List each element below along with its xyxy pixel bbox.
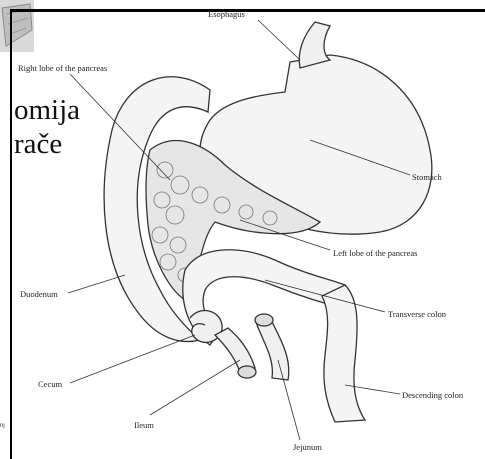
duodenum-leader	[68, 275, 125, 293]
jejunum-opening-shape	[255, 314, 273, 326]
label-left-lobe: Left lobe of the pancreas	[333, 248, 418, 258]
label-descending-colon: Descending colon	[402, 390, 464, 400]
label-ileum: Ileum	[134, 420, 154, 430]
footer-text: nj	[0, 423, 12, 429]
descending-colon-shape	[322, 285, 365, 422]
slide-title: omija rače	[14, 93, 80, 161]
label-duodenum: Duodenum	[20, 289, 58, 299]
esophagus-shape	[299, 22, 330, 68]
slide-title-line-1: omija	[14, 93, 80, 127]
slide-title-line-2: rače	[14, 127, 80, 161]
label-cecum: Cecum	[38, 379, 62, 389]
ileum-shape	[215, 328, 255, 372]
esophagus-leader	[258, 20, 300, 60]
label-stomach: Stomach	[412, 172, 442, 182]
jejunum-shape	[256, 318, 289, 380]
ileum-opening-shape	[238, 366, 256, 378]
ileum-leader	[150, 360, 240, 415]
cecum-leader	[70, 335, 195, 383]
label-right-lobe: Right lobe of the pancreas	[18, 63, 107, 73]
label-jejunum: Jejunum	[293, 442, 322, 452]
label-transverse-colon: Transverse colon	[388, 309, 447, 319]
label-esophagus: Esophagus	[208, 9, 245, 19]
